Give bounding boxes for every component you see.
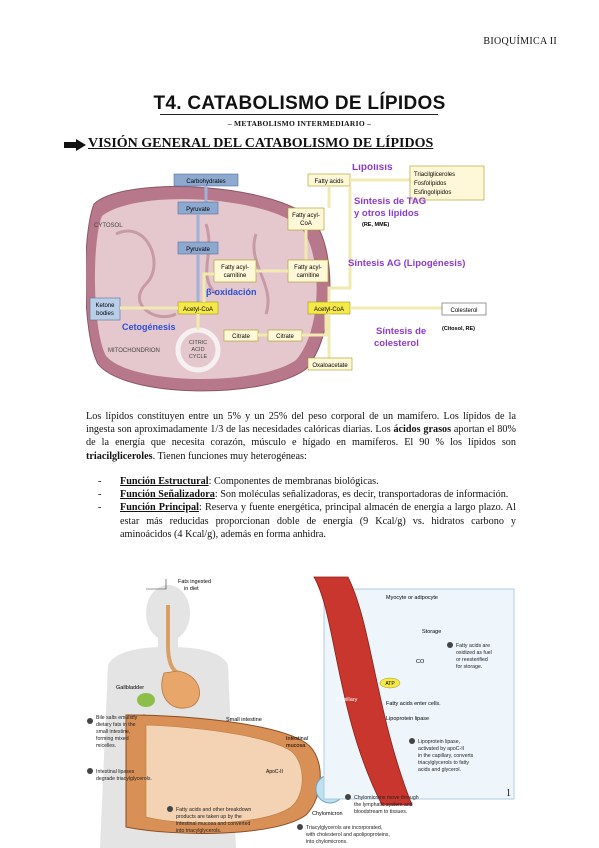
lipid-list-2: Fosfolípidos	[414, 181, 446, 187]
step-1-line-4: forming mixed	[96, 736, 129, 742]
list-item: -Función Señalizadora: Son moléculas señ…	[98, 489, 509, 501]
capillary-label: Capillary	[336, 697, 358, 703]
co2-label: CO	[416, 659, 425, 665]
citrate-out-box: Citrate	[276, 334, 294, 340]
fac-out-box-1: Fatty acyl-	[294, 265, 322, 271]
col-synthesis-label-1: Síntesis de	[376, 326, 426, 337]
step-8-line-4: for storage.	[456, 664, 482, 670]
pyruvate-box-1: Pyruvate	[186, 207, 210, 213]
citosol-re-label: (Citosol, RE)	[442, 326, 475, 332]
citric-label-1: CITRIC	[189, 340, 207, 346]
step-8-line-2: oxidized as fuel	[456, 650, 492, 656]
cytosol-label: CYTOSOL	[94, 223, 123, 229]
fats-ingested-2: in diet	[184, 586, 199, 592]
col-synthesis-label-2: colesterol	[374, 338, 419, 349]
step-8-line-3: or reesterified	[456, 657, 488, 663]
fats-ingested-1: Fats ingested	[178, 579, 211, 585]
mucosa-label-2: mucosa	[286, 743, 306, 749]
fatty-acids-box: Fatty acids	[314, 179, 343, 185]
small-intestine-label: Small intestine	[226, 717, 262, 723]
fa-enter-label: Fatty acids enter cells.	[386, 701, 441, 707]
lipid-list-3: Esfingolípidos	[414, 190, 451, 196]
carbohydrates-box: Carbohydrates	[186, 179, 225, 185]
apoc-label: ApoC-II	[266, 769, 283, 775]
page-subtitle: – METABOLISMO INTERMEDIARIO –	[227, 119, 372, 128]
list-item: -Función Estructural: Componentes de mem…	[98, 476, 379, 487]
fa-coa-box-2: CoA	[300, 221, 312, 227]
step-8-line-1: Fatty acids are	[456, 643, 490, 649]
intro-paragraph: Los lípidos constituyen entre un 5% y un…	[86, 411, 516, 462]
storage-label: Storage	[422, 629, 441, 635]
functions-list: -Función Estructural: Componentes de mem…	[98, 475, 516, 541]
page-title: T4. CATABOLISMO DE LÍPIDOS	[153, 93, 446, 114]
step-3-line-2: products are taken up by the	[176, 814, 242, 820]
step-5-line-3: bloodstream to tissues.	[354, 809, 407, 815]
step-5-line-2: the lymphatic system and	[354, 802, 413, 808]
acetyl-coa-mito-box: Acetyl-CoA	[183, 307, 213, 313]
fa-coa-box-1: Fatty acyl-	[292, 213, 320, 219]
step-4-line-1: Triacylglycerols are incorporated,	[306, 825, 382, 831]
step-6-line-2: activated by apoC-II	[418, 746, 464, 752]
step-4-line-2: with cholesterol and apolipoproteins,	[306, 832, 390, 838]
step-1-line-2: dietary fats in the	[96, 722, 136, 728]
lipid-catabolism-diagram: CYTOSOL MITOCHONDRION CITRIC ACID CYCLE …	[86, 164, 487, 392]
atp-label: ATP	[385, 681, 395, 687]
gallbladder-label: Gallbladder	[116, 685, 144, 691]
citrate-in-box: Citrate	[232, 334, 250, 340]
lpl-label: Lipoprotein lipase	[386, 716, 429, 722]
arrow-right-icon	[64, 139, 86, 151]
tag-label-1: Síntesis de TAG	[354, 196, 426, 207]
myocyte-label: Myocyte or adipocyte	[386, 595, 438, 601]
lipolisis-label: Lipólisis	[352, 164, 393, 173]
step-6-line-4: triacylglycerols to fatty	[418, 760, 469, 766]
ketone-box-2: bodies	[96, 311, 114, 317]
page-number: 1	[506, 788, 511, 799]
mitochondrion-label: MITOCHONDRION	[108, 348, 160, 354]
fac-out-box-2: carnitine	[297, 273, 320, 279]
lipid-list-1: Triacilgliceroles	[414, 172, 455, 178]
step-5-line-1: Chylomicrons move through	[354, 795, 419, 801]
ag-synthesis-label: Síntesis AG (Lipogénesis)	[348, 258, 465, 269]
step-2-line-1: Intestinal lipases	[96, 769, 135, 775]
ketone-box-1: Ketone	[95, 303, 115, 309]
step-3-line-4: into triacylglycerols.	[176, 828, 221, 834]
step-6-line-1: Lipoprotein lipase,	[418, 739, 460, 745]
step-3-line-1: Fatty acids and other breakdown	[176, 807, 251, 813]
mucosa-label-1: Intestinal	[286, 736, 308, 742]
ketogenesis-label: Cetogénesis	[122, 322, 176, 332]
title-underline	[160, 114, 438, 115]
step-1-line-1: Bile salts emulsify	[96, 715, 138, 721]
lipid-digestion-diagram: Fats ingested in diet Gallbladder Small …	[87, 576, 515, 848]
header-subject: BIOQUÍMICA II	[483, 36, 557, 47]
step-4-line-3: into chylomicrons.	[306, 839, 348, 845]
citric-label-3: CYCLE	[189, 354, 208, 360]
chylomicron-label: Chylomicron	[312, 811, 343, 817]
fac-in-box-2: carnitine	[224, 273, 247, 279]
tag-label-2: y otros lípidos	[354, 208, 419, 219]
step-2-line-2: degrade triacylglycerols.	[96, 776, 152, 782]
step-6-line-5: acids and glycerol.	[418, 767, 461, 773]
acetyl-coa-cyto-box: Acetyl-CoA	[314, 307, 344, 313]
fac-in-box-1: Fatty acyl-	[221, 265, 249, 271]
step-1-line-3: small intestine,	[96, 729, 130, 735]
step-1-line-5: micelles.	[96, 743, 116, 749]
list-item: -Función Principal: Reserva y fuente ene…	[98, 502, 516, 540]
step-3-line-3: intestinal mucosa and converted	[176, 821, 251, 827]
section-heading: VISIÓN GENERAL DEL CATABOLISMO DE LÍPIDO…	[88, 136, 434, 151]
oxaloacetate-box: Oxaloacetate	[312, 363, 348, 369]
re-mme-label: (RE, MME)	[362, 222, 389, 228]
citric-label-2: ACID	[191, 347, 204, 353]
step-6-line-3: in the capillary, converts	[418, 753, 474, 759]
beta-oxidation-label: β-oxidación	[206, 287, 257, 297]
pyruvate-box-2: Pyruvate	[186, 247, 210, 253]
colesterol-box: Colesterol	[450, 308, 477, 314]
